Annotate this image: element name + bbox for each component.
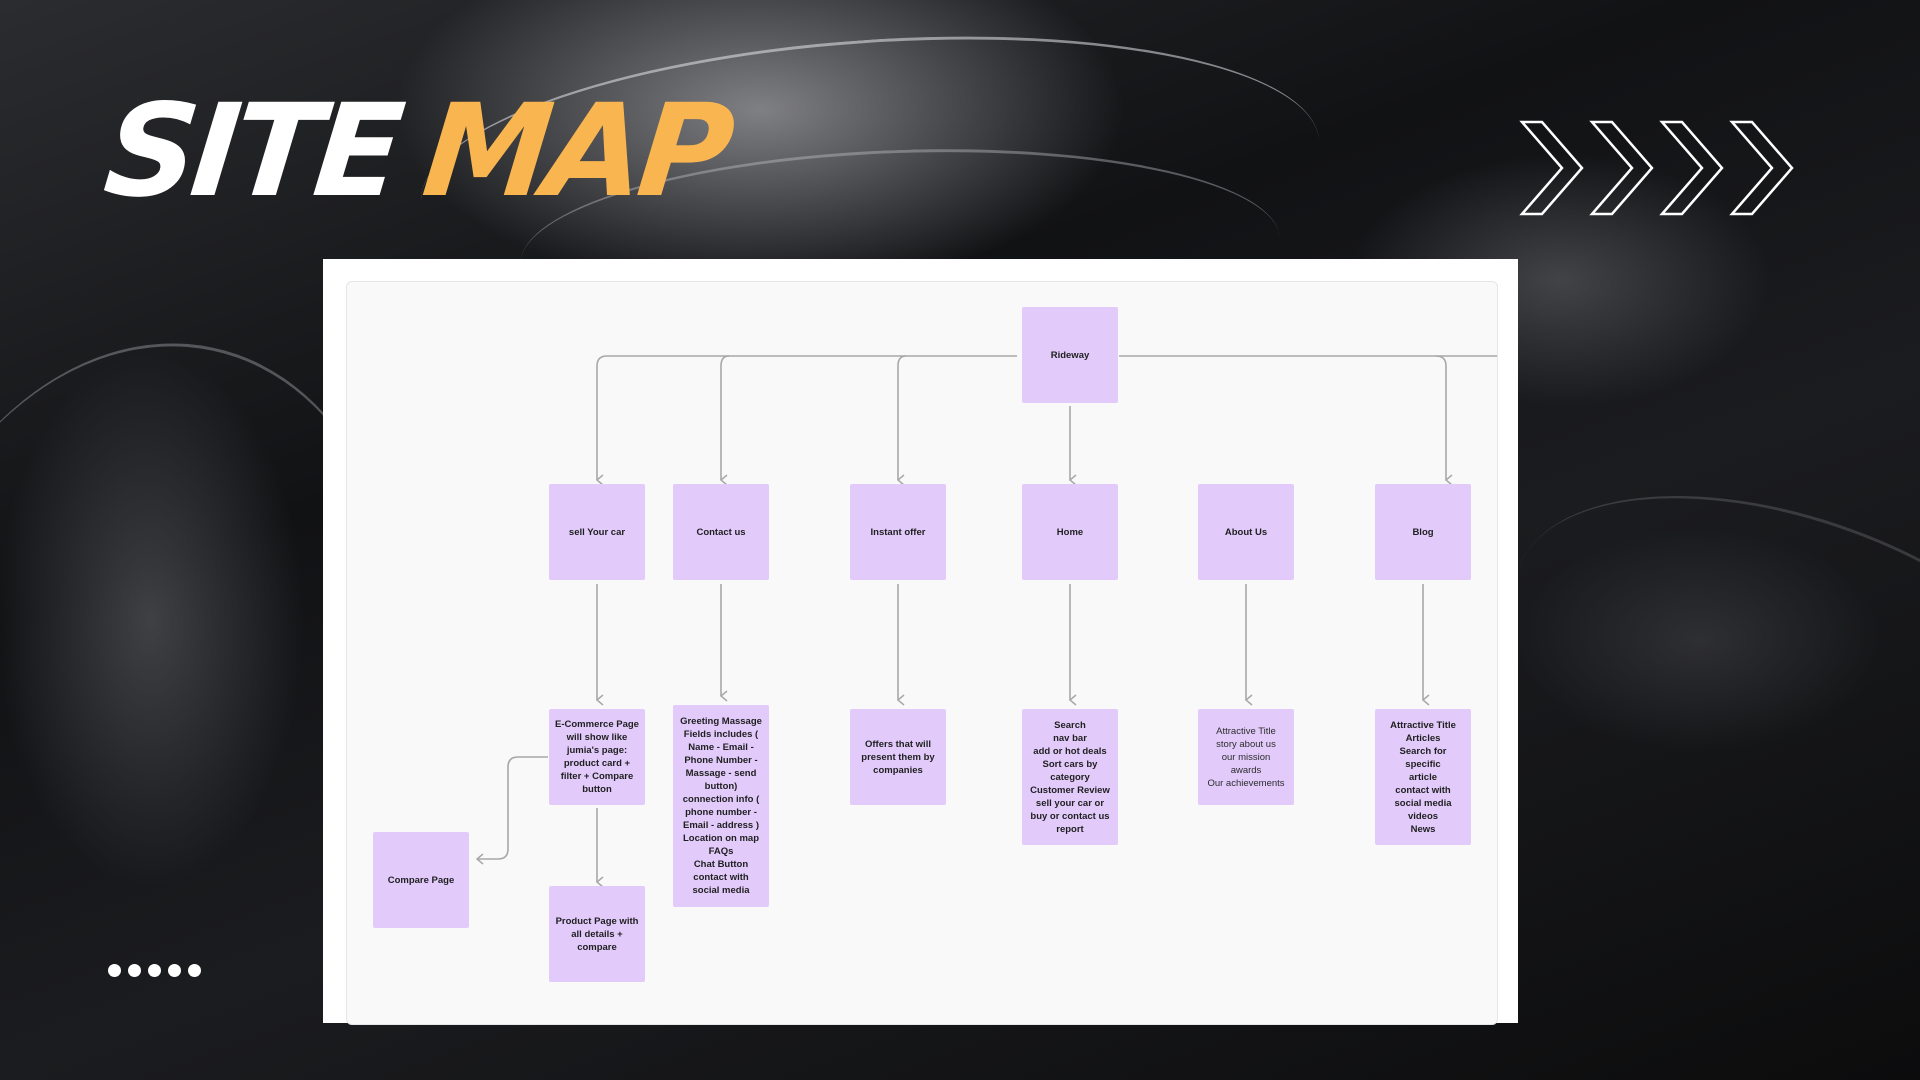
connector-root-sell (595, 355, 1017, 486)
node-sell-your-car: sell Your car (549, 484, 645, 580)
node-product-page: Product Page with all details + compare (549, 886, 645, 982)
connector-root-blog (1436, 355, 1497, 357)
page-title: SITEMAP (98, 77, 734, 226)
connector-root-instant (896, 355, 907, 486)
node-instant-offer: Instant offer (850, 484, 946, 580)
dot (108, 964, 121, 977)
node-home: Home (1022, 484, 1118, 580)
double-chevron-right-icon (1519, 120, 1794, 216)
node-about-us: About Us (1198, 484, 1294, 580)
node-blog: Blog (1375, 484, 1471, 580)
node-root: Rideway (1022, 307, 1118, 403)
sitemap-card: Rideway sell Your car Contact us Instant… (323, 259, 1518, 1025)
connector-root-about (1119, 355, 1453, 486)
node-ecommerce-page: E-Commerce Page will show like jumia's p… (549, 709, 645, 805)
connector-root-contact (719, 355, 730, 486)
node-compare-page: Compare Page (373, 832, 469, 928)
title-part-map: MAP (416, 77, 735, 226)
connector-ecommerce-compare (475, 756, 548, 865)
dot (188, 964, 201, 977)
sitemap-board: Rideway sell Your car Contact us Instant… (346, 281, 1498, 1025)
pagination-dots (108, 964, 201, 977)
node-instant-offer-details: Offers that will present them by compani… (850, 709, 946, 805)
node-about-details: Attractive Title story about us our miss… (1198, 709, 1294, 805)
node-home-details: Search nav bar add or hot deals Sort car… (1022, 709, 1118, 845)
dot (168, 964, 181, 977)
node-contact-details: Greeting Massage Fields includes ( Name … (673, 705, 769, 907)
node-blog-details: Attractive Title Articles Search for spe… (1375, 709, 1471, 845)
title-part-site: SITE (98, 77, 405, 226)
dot (148, 964, 161, 977)
node-contact-us: Contact us (673, 484, 769, 580)
dot (128, 964, 141, 977)
connectors (475, 355, 1497, 888)
